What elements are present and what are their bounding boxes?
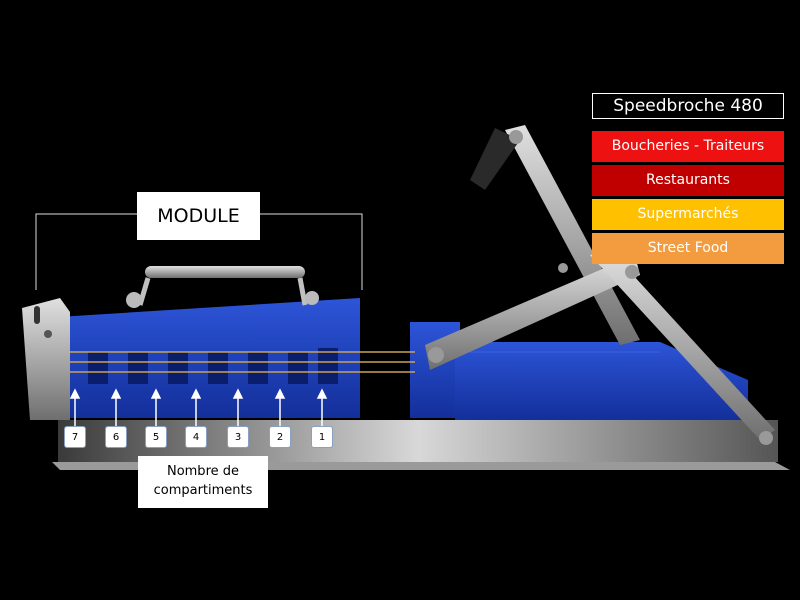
module-handle xyxy=(126,266,319,308)
compartment-number: 3 xyxy=(227,426,249,448)
category-restaurants: Restaurants xyxy=(592,165,784,196)
compartment-slots xyxy=(88,348,338,384)
compartment-arrows xyxy=(69,388,328,428)
compartment-number: 7 xyxy=(64,426,86,448)
press-arms xyxy=(425,125,775,445)
compartment-number: 1 xyxy=(311,426,333,448)
compartment-number: 4 xyxy=(185,426,207,448)
compartment-number: 5 xyxy=(145,426,167,448)
side-plate xyxy=(22,298,70,420)
category-supermarches: Supermarchés xyxy=(592,199,784,230)
skewers xyxy=(60,351,415,373)
module-label: MODULE xyxy=(137,192,260,240)
product-title: Speedbroche 480 xyxy=(592,93,784,119)
category-boucheries: Boucheries - Traiteurs xyxy=(592,131,784,162)
compartments-label: Nombre de compartiments xyxy=(138,456,268,508)
compartment-number: 6 xyxy=(105,426,127,448)
compartment-number: 2 xyxy=(269,426,291,448)
category-street-food: Street Food xyxy=(592,233,784,264)
press-body xyxy=(410,322,748,420)
